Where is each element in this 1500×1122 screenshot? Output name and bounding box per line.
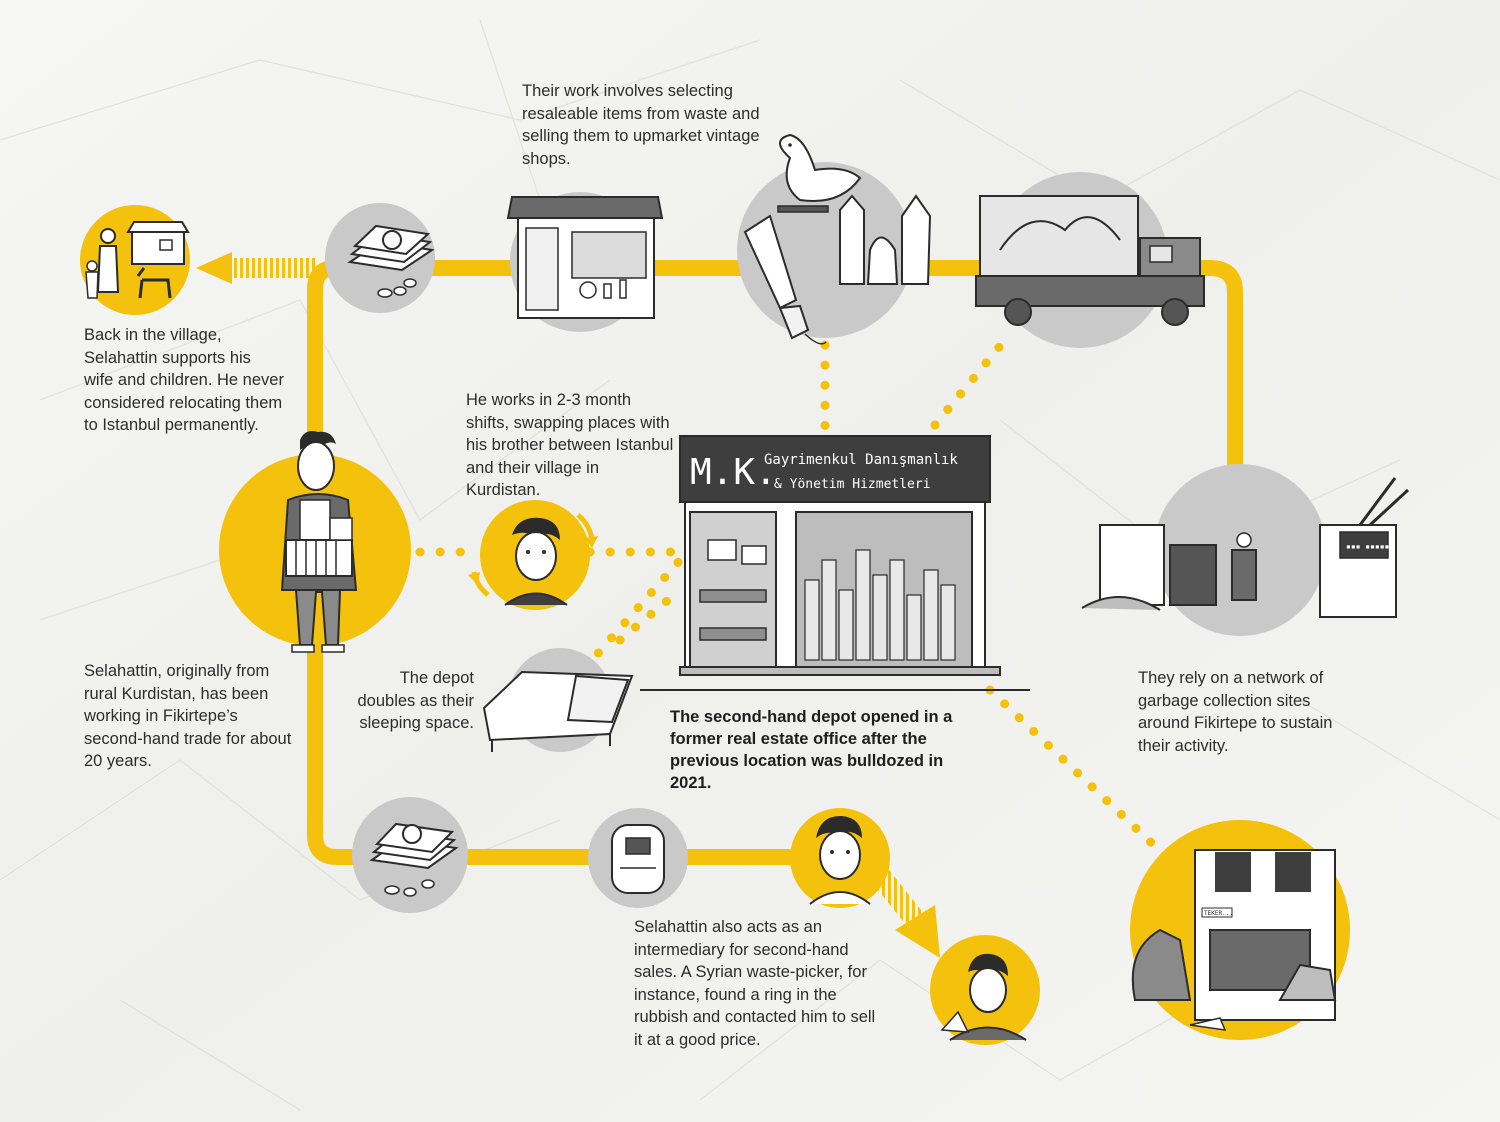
garbage-site-icon: ▪▪▪ ▪▪▪▪▪ [1081,464,1410,636]
depot-building: M.K. Gayrimenkul Danışmanlık & Yönetim H… [640,435,1030,691]
vintage-shop-icon [506,192,664,332]
money-stack-bottom-icon [352,797,468,913]
depot-sign-logo: M.K. [690,452,777,493]
caption-depot: The second-hand depot opened in a former… [670,708,953,792]
caption-work: Their work involves selecting resaleable… [522,82,760,168]
village-family-icon [80,205,190,315]
truck-icon [975,172,1205,348]
dotted-connectors [415,335,1185,875]
man-face-icon [790,808,890,908]
items-cluster-icon [737,133,932,345]
caption-shifts: He works in 2-3 month shifts, swapping p… [466,391,674,499]
arrow-to-village [196,252,318,284]
caption-intermediary: Selahattin also acts as an intermediary … [634,918,876,1049]
caption-origin: Selahattin, originally from rural Kurdis… [84,662,292,770]
waste-picker-icon [930,935,1040,1045]
air-fryer-icon [588,808,688,908]
bed-icon [482,648,634,752]
brother-face-icon [468,500,598,610]
street-plate-text: TEKER... [1204,910,1233,917]
site-plate-text: ▪▪▪ ▪▪▪▪▪ [1346,542,1389,551]
caption-network: They rely on a network of garbage collec… [1138,669,1333,755]
money-stack-icon [325,203,435,313]
depot-sign-line2: & Yönetim Hizmetleri [774,477,931,492]
caption-village: Back in the village, Selahattin supports… [84,326,284,434]
depot-sign-line1: Gayrimenkul Danışmanlık [764,452,958,468]
street-scene-icon: TEKER... [1130,820,1350,1040]
selahattin-figure-icon [219,431,411,653]
caption-sleeping: The depot doubles as their sleeping spac… [357,669,475,732]
